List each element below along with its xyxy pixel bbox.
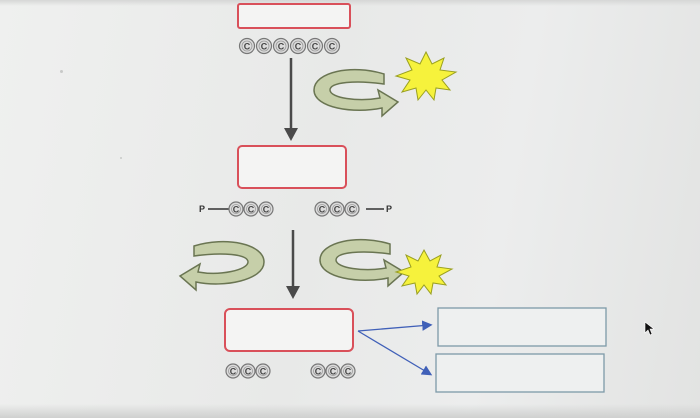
carbon-atom-ring [332, 204, 342, 214]
answer-box-glucose[interactable] [237, 3, 351, 29]
carbon-atom-label: C [261, 42, 268, 52]
speck [60, 70, 63, 73]
cursor-icon [644, 321, 655, 336]
carbon-atom-label: C [349, 205, 356, 215]
carbon-atom [225, 363, 241, 379]
carbon-atom-label: C [230, 367, 237, 377]
carbon-atom-label: C [330, 367, 337, 377]
carbon-atom-ring [261, 204, 271, 214]
carbon-atom [329, 201, 345, 217]
carbon-atom [255, 363, 271, 379]
carbon-atom-label: C [244, 42, 251, 52]
connector-line-bottom [357, 330, 433, 376]
carbon-atom-label: C [334, 205, 341, 215]
answer-box-product-1[interactable] [437, 307, 607, 347]
energy-starburst-icon [394, 248, 454, 296]
carbon-atom-ring [246, 204, 256, 214]
carbon-atom [228, 201, 244, 217]
carbon-atom-label: C [245, 367, 252, 377]
carbon-atom [325, 363, 341, 379]
phosphate-label-left: P [199, 204, 205, 214]
curved-arrow-icon [178, 240, 265, 292]
answer-box-split-product[interactable] [224, 308, 354, 352]
down-arrow-1-head [284, 128, 298, 141]
carbon-atom [340, 363, 356, 379]
carbon-atom-ring [326, 40, 338, 52]
carbon-atom-ring [228, 366, 238, 376]
carbon-atom-label: C [248, 205, 255, 215]
top-shadow [0, 0, 700, 6]
curved-arrow-icon [313, 68, 400, 118]
speck [120, 157, 122, 159]
carbon-atom-ring [292, 40, 304, 52]
carbon-atom-ring [309, 40, 321, 52]
carbon-atom-label: C [278, 42, 285, 52]
carbon-atom-label: C [315, 367, 322, 377]
carbon-atom-label: C [312, 42, 319, 52]
carbon-atom [240, 363, 256, 379]
connector-line-top [357, 320, 433, 332]
carbon-atom-ring [243, 366, 253, 376]
carbon-atom-label: C [345, 367, 352, 377]
carbon-atom [243, 201, 259, 217]
carbon-atom-ring [258, 40, 270, 52]
carbon-atom-label: C [295, 42, 302, 52]
carbon-atom-ring [241, 40, 253, 52]
carbon-atom-ring [328, 366, 338, 376]
carbon-atom-ring [343, 366, 353, 376]
carbon-atom-label: C [260, 367, 267, 377]
carbon-atom-ring [231, 204, 241, 214]
answer-box-fructose-bisphosphate[interactable] [237, 145, 347, 189]
curved-arrow-icon [319, 238, 406, 288]
carbon-atom-ring [347, 204, 357, 214]
carbon-atom-ring [275, 40, 287, 52]
phosphate-label-right: P [386, 204, 392, 214]
carbon-atom-ring [313, 366, 323, 376]
carbon-atom [310, 363, 326, 379]
bottom-band [0, 404, 700, 418]
carbon-atom-ring [258, 366, 268, 376]
carbon-atom [344, 201, 360, 217]
down-arrow-2-head [286, 286, 300, 299]
carbon-atom-label: C [263, 205, 270, 215]
answer-box-product-2[interactable] [435, 353, 605, 393]
carbon-atom [258, 201, 274, 217]
carbon-atom-ring [317, 204, 327, 214]
energy-starburst-icon [394, 50, 458, 102]
carbon-atom-label: C [329, 42, 336, 52]
carbon-atom-label: C [319, 205, 326, 215]
carbon-atom-label: C [233, 205, 240, 215]
carbon-atom [314, 201, 330, 217]
